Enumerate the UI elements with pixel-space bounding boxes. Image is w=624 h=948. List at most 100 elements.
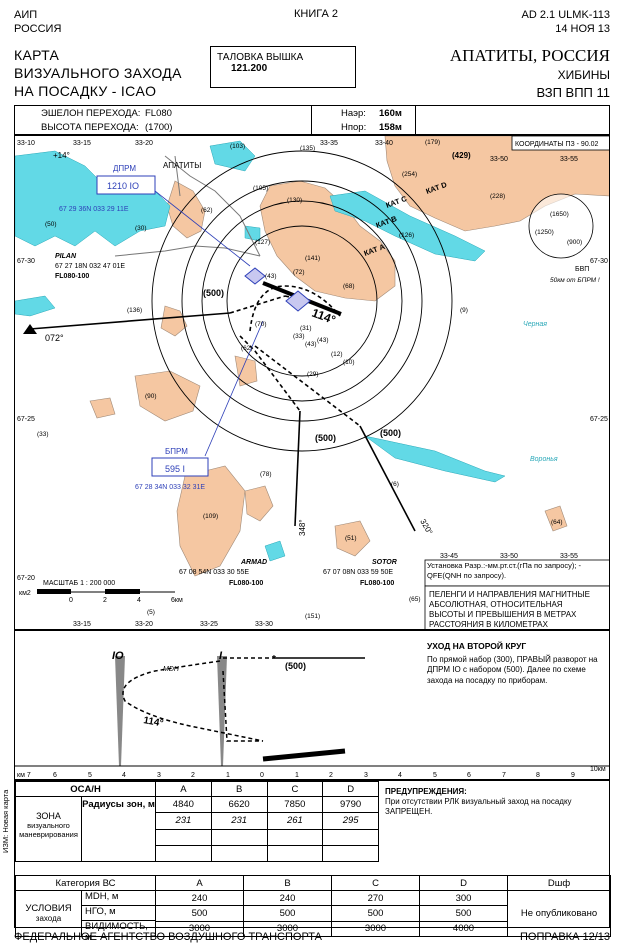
note-line: ПЕЛЕНГИ И НАПРАВЛЕНИЯ МАГНИТНЫЕ <box>429 590 590 599</box>
elevation: (29) <box>307 371 319 378</box>
variation: +14° <box>53 151 70 160</box>
revision-side-label: ИЗМ: Новая карта <box>1 789 10 853</box>
transition-level-value: FL080 <box>145 108 172 119</box>
empty-cell <box>155 828 212 846</box>
scale-tick: 6км <box>171 597 183 604</box>
dprm-box <box>96 175 156 195</box>
track-seg <box>229 295 286 314</box>
ngo-value: 500 <box>419 905 508 922</box>
note-line: АБСОЛЮТНАЯ, ОТНОСИТЕЛЬНАЯ <box>429 600 563 609</box>
ocah-col: D <box>322 781 379 797</box>
lon-label: 33-20 <box>135 621 153 628</box>
header-right: AD 2.1 ULMK-113 14 НОЯ 13 <box>522 8 610 36</box>
doc-date: 14 НОЯ 13 <box>555 23 610 35</box>
runway-profile <box>262 748 346 762</box>
lake-imandra <box>15 150 171 247</box>
ocah-header: OCA/H <box>15 781 156 797</box>
elevation: (141) <box>305 255 320 262</box>
missed-approach-box: УХОД НА ВТОРОЙ КРУГ По прямой набор (300… <box>427 641 603 686</box>
elevations: (103) (135) (179) (429) (254) (105) (130… <box>37 139 582 620</box>
alt-label: (500) <box>203 288 224 298</box>
dprm-freq: 1210 IO <box>107 181 139 191</box>
note-line: ВЫСОТЫ И ПРЕВЫШЕНИЯ В МЕТРАХ <box>429 610 577 619</box>
elevation: (65) <box>409 596 421 603</box>
pilan-name: PILAN <box>55 253 77 260</box>
cat-col: B <box>243 875 332 891</box>
axis-tick: 2 <box>329 772 333 779</box>
lon-label: 33-20 <box>135 140 153 147</box>
road <box>164 155 261 257</box>
axis-tick: 4 <box>122 772 126 779</box>
bprm-freq: 595 I <box>165 464 185 474</box>
pilan-fl: FL080-100 <box>55 273 89 280</box>
row-label: НГО, м <box>82 906 155 921</box>
ocah-value: 295 <box>322 812 379 830</box>
empty-cell <box>210 844 268 863</box>
minima-table: Категория ВС A B C D Dшф УСЛОВИЯ захода … <box>15 875 611 943</box>
scale-tick: км2 <box>19 590 31 597</box>
terrain-w <box>160 305 188 337</box>
track-seg <box>249 285 341 332</box>
cond-sub: захода <box>35 914 62 923</box>
pilan-track: 072° <box>45 333 64 343</box>
lat-label: 67-30 <box>17 258 35 265</box>
place-area: ХИБИНЫ <box>557 68 610 82</box>
cat-label: Категория ВС <box>15 875 156 891</box>
approach-map: 33-10 33-15 33-20 33-35 33-40 33-50 33-5… <box>14 135 610 630</box>
empty-cell <box>266 828 324 846</box>
profile-svg: IO I MDH * (500) 114° км 7 6 5 4 3 2 1 0… <box>15 650 609 779</box>
divider <box>311 106 312 135</box>
alt-labels: (500) (500) (500) <box>203 288 401 443</box>
radius-value: 7850 <box>266 795 324 814</box>
river-voronya <box>364 435 506 483</box>
alt-label: (500) <box>315 433 336 443</box>
vis-value: 4000 <box>419 920 508 938</box>
track-seg <box>254 345 361 427</box>
minima-panel: OCA/H A B C D ЗОНА визуального маневриро… <box>14 780 611 943</box>
pilan-triangle <box>23 324 37 334</box>
elevation: (136) <box>127 307 142 314</box>
note-line: РАССТОЯНИЯ В КИЛОМЕТРАХ <box>429 620 549 629</box>
transition-box: ЭШЕЛОН ПЕРЕХОДА: FL080 ВЫСОТА ПЕРЕХОДА: … <box>14 105 610 135</box>
terrain-s3 <box>334 520 371 557</box>
lon-label: 33-45 <box>440 553 458 560</box>
elevation: (30) <box>135 225 147 232</box>
lon-label: 33-50 <box>500 553 518 560</box>
zone-d <box>151 150 453 452</box>
axis-tick: 4 <box>398 772 402 779</box>
elevation: (254) <box>402 171 417 178</box>
footer-agency: ФЕДЕРАЛЬНОЕ АГЕНТСТВО ВОЗДУШНОГО ТРАНСПО… <box>14 931 322 943</box>
lon-label: 33-25 <box>200 621 218 628</box>
lon-label: 33-55 <box>560 156 578 163</box>
empty-cell <box>155 844 212 863</box>
warning-title: ПРЕДУПРЕЖДЕНИЯ: <box>385 787 467 796</box>
axis-tick: 3 <box>364 772 368 779</box>
ngo-value: 500 <box>331 905 420 922</box>
scale-seg <box>105 589 140 594</box>
track-seg <box>239 335 301 412</box>
scale-bar <box>37 589 175 594</box>
cond-cell: УСЛОВИЯ захода MDH, м НГО, м ВИДИМОСТЬ, … <box>15 890 156 943</box>
river-label: Черная <box>523 321 547 328</box>
route-armad <box>294 410 301 527</box>
elevation: (43) <box>265 273 277 280</box>
route-pilan <box>29 312 231 330</box>
tower-frequency: 121.200 <box>231 63 268 74</box>
radius-value: 6620 <box>210 795 268 814</box>
zone-c <box>181 180 423 422</box>
elevation: (12) <box>331 351 343 358</box>
lat-label: 67-30 <box>590 258 608 265</box>
lon-label: 33-15 <box>73 140 91 147</box>
elevation: (33) <box>293 333 305 340</box>
terrain-nw <box>166 180 206 239</box>
elevation: (1250) <box>535 229 554 236</box>
dw-col: Dшф <box>507 875 611 891</box>
fix-labels: PILAN 67 27 18N 032 47 01E FL080-100 072… <box>45 253 434 587</box>
cond-label: УСЛОВИЯ захода <box>16 891 82 936</box>
ocah-value: 231 <box>210 812 268 830</box>
city-label: АПАТИТЫ <box>163 161 201 170</box>
scale-tick: 0 <box>69 597 73 604</box>
dprm-coord: 67 29 36N 033 29 11E <box>59 206 129 213</box>
alt-label: (500) <box>285 661 306 671</box>
bvp-note: 50км от БПРМ ! <box>550 277 600 284</box>
